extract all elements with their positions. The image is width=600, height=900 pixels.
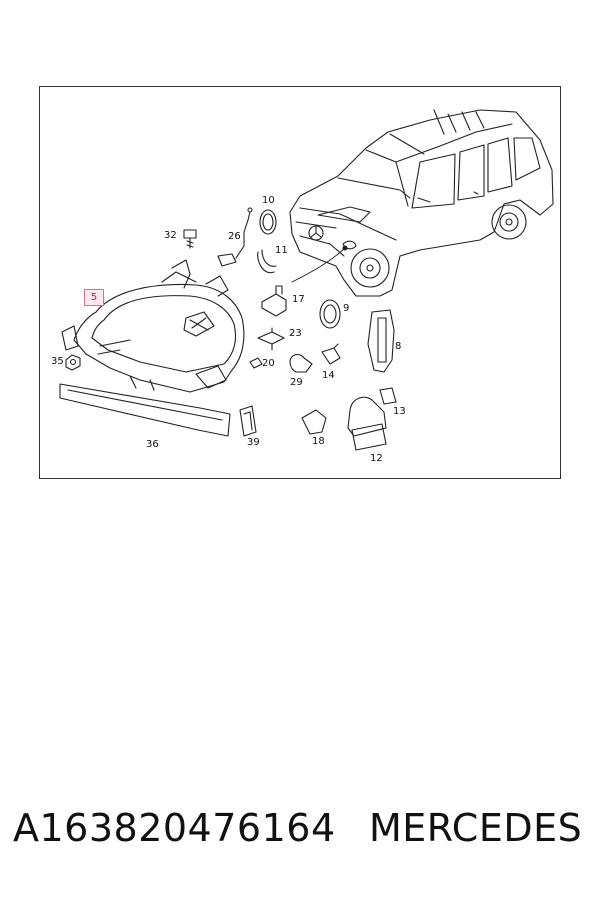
bulb-29 [289, 353, 313, 373]
bulb-20 [249, 357, 263, 369]
bulb-with-cable [217, 207, 253, 267]
product-caption: A163820476164 MERCEDES [0, 806, 600, 862]
callout-14: 14 [322, 370, 335, 381]
trim-strip [59, 383, 231, 437]
callout-23: 23 [289, 328, 302, 339]
brand-name: MERCEDES [369, 806, 583, 850]
cap-part [319, 299, 341, 329]
bulb-23 [257, 327, 285, 351]
seal-ring [259, 209, 277, 235]
callout-13: 13 [393, 406, 406, 417]
connector-13 [379, 387, 397, 405]
vehicle-illustration [289, 109, 554, 297]
callout-8: 8 [395, 341, 402, 352]
callout-29: 29 [290, 377, 303, 388]
holder-18 [301, 409, 327, 435]
retaining-clip [257, 249, 277, 274]
callout-35: 35 [51, 356, 64, 367]
bracket-39 [239, 405, 257, 437]
callout-10: 10 [262, 195, 275, 206]
headlight-assembly [61, 259, 245, 393]
callout-26: 26 [228, 231, 241, 242]
socket-14 [321, 343, 341, 365]
callout-5-highlighted[interactable]: 5 [84, 289, 104, 306]
bolt-part [183, 229, 197, 249]
callout-12: 12 [370, 453, 383, 464]
callout-32: 32 [164, 230, 177, 241]
callout-20: 20 [262, 358, 275, 369]
socket-with-wire [347, 396, 387, 451]
callout-17: 17 [292, 294, 305, 305]
housing-part [367, 309, 395, 373]
callout-39: 39 [247, 437, 260, 448]
callout-9: 9 [343, 303, 350, 314]
nut-part [65, 354, 81, 371]
halogen-bulb [261, 285, 287, 317]
callout-36: 36 [146, 439, 159, 450]
callout-18: 18 [312, 436, 325, 447]
part-number: A163820476164 [13, 806, 336, 850]
callout-11: 11 [275, 245, 288, 256]
